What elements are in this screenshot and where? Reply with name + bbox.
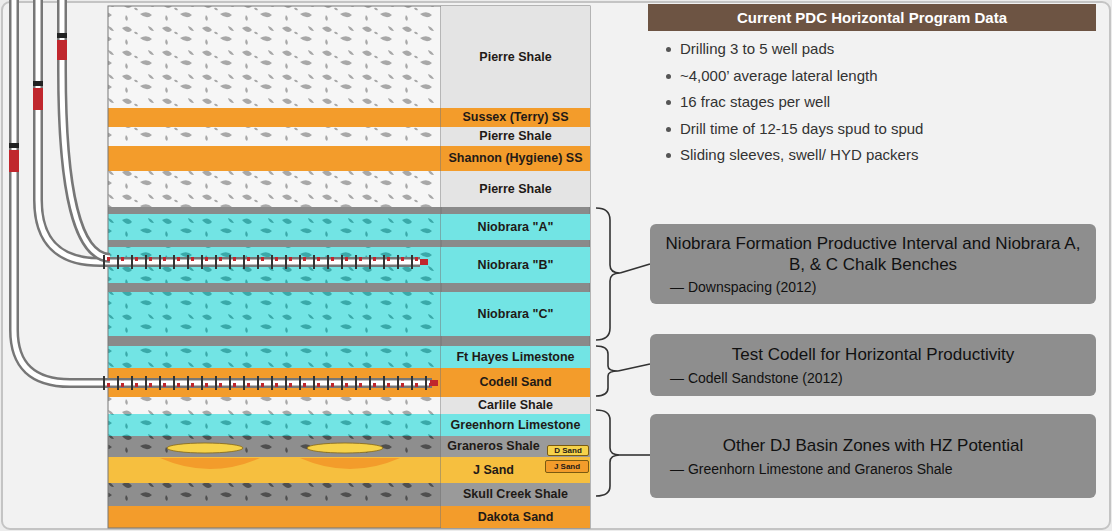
node-label: Niobrara "A" xyxy=(478,221,554,234)
node-label: Skull Creek Shale xyxy=(463,488,568,501)
formation-band: Sussex (Terry) SS xyxy=(441,108,590,127)
node-label: Test Codell for Horizontal Productivity xyxy=(664,344,1082,365)
node-label: J Sand xyxy=(554,463,580,471)
formation-band: Shannon (Hygiene) SS xyxy=(441,146,590,171)
node-label: Ft Hayes Limestone xyxy=(456,351,574,364)
callout-box: Niobrara Formation Productive Interval a… xyxy=(650,224,1096,304)
formation-band: Carlile Shale xyxy=(441,397,590,414)
formation-band: Graneros Shale D Sand xyxy=(441,436,590,457)
callout-box: Test Codell for Horizontal Productivity —… xyxy=(650,334,1096,396)
node-label: D Sand xyxy=(554,447,582,455)
node-label: Current PDC Horizontal Program Data xyxy=(737,9,1007,26)
formation-band: Niobrara "C" xyxy=(441,292,590,336)
bullet-dot xyxy=(666,127,671,132)
formation-band: Pierre Shale xyxy=(441,6,590,108)
formation-band: Skull Creek Shale xyxy=(441,483,590,506)
node-label: Codell Sand xyxy=(479,376,551,389)
bullet-text: 16 frac stages per well xyxy=(680,93,830,110)
node-note: — Downspacing (2012) xyxy=(664,279,1082,295)
node-label: Niobrara Formation Productive Interval a… xyxy=(664,233,1082,276)
formation-band: Pierre Shale xyxy=(441,127,590,146)
node-label: Dakota Sand xyxy=(478,511,554,524)
formation-band: J Sand J Sand xyxy=(441,457,590,483)
node-note: — Greenhorn Limestone and Graneros Shale xyxy=(664,461,1082,477)
formation-band: Greenhorn Limestone xyxy=(441,414,590,436)
node-label: Carlile Shale xyxy=(478,399,553,412)
wellbores xyxy=(14,0,432,383)
node-label: Pierre Shale xyxy=(479,130,551,143)
node-label: Pierre Shale xyxy=(479,183,551,196)
node-label: Greenhorn Limestone xyxy=(451,419,581,432)
node-label: Niobrara "B" xyxy=(478,259,554,272)
packers xyxy=(9,33,438,390)
sand-lens: D Sand xyxy=(547,445,589,456)
node-note: — Codell Sandstone (2012) xyxy=(664,370,1082,386)
bullet-text: Drill time of 12-15 days spud to spud xyxy=(680,120,923,137)
formation-band: Ft Hayes Limestone xyxy=(441,346,590,368)
node-label: Niobrara "C" xyxy=(478,308,554,321)
node-label: J Sand xyxy=(473,464,514,477)
sand-lens: J Sand xyxy=(545,460,589,473)
bullet-text: Sliding sleeves, swell/ HYD packers xyxy=(680,146,918,163)
bullet-dot xyxy=(666,47,671,52)
node-label: Pierre Shale xyxy=(479,51,551,64)
braces xyxy=(596,208,650,496)
formation-band: Pierre Shale xyxy=(441,171,590,207)
node-label: Shannon (Hygiene) SS xyxy=(448,152,582,165)
formation-band: Dakota Sand xyxy=(441,506,590,528)
header-box: Current PDC Horizontal Program Data xyxy=(648,4,1096,31)
formation-band: Niobrara "A" xyxy=(441,214,590,240)
bullet-dot xyxy=(666,74,671,79)
node-label: Other DJ Basin Zones with HZ Potential xyxy=(664,435,1082,456)
bullet-dot xyxy=(666,100,671,105)
bullet-text: ~4,000’ average lateral length xyxy=(680,67,878,84)
formation-band: Codell Sand xyxy=(441,368,590,397)
bullet-dot xyxy=(666,153,671,158)
callout-box: Other DJ Basin Zones with HZ Potential — … xyxy=(650,414,1096,498)
bullet-text: Drilling 3 to 5 well pads xyxy=(680,40,834,57)
node-label: Graneros Shale xyxy=(447,440,539,453)
formation-band: Niobrara "B" xyxy=(441,247,590,283)
node-label: Sussex (Terry) SS xyxy=(462,111,568,124)
